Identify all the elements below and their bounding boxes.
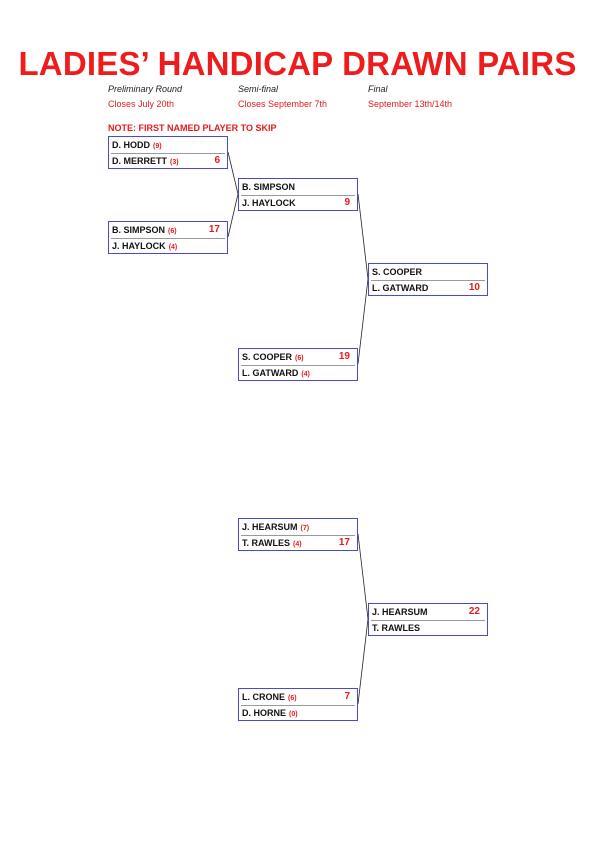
match-box-semi-final-3: J. HEARSUM(7) T. RAWLES(4) 17 bbox=[238, 518, 358, 551]
match-box-semi-final-1: B. SIMPSON J. HAYLOCK 9 bbox=[238, 178, 358, 211]
team-row: J. HEARSUM(7) bbox=[241, 519, 355, 536]
round-date-preliminary: Closes July 20th bbox=[108, 99, 175, 109]
handicap: (6) bbox=[168, 228, 177, 235]
connector-line bbox=[357, 533, 369, 620]
connector-line bbox=[357, 193, 369, 280]
player-name: L. GATWARD bbox=[242, 368, 299, 378]
handicap: (4) bbox=[168, 244, 178, 251]
player-name: S. COOPER bbox=[242, 352, 293, 362]
page-title: LADIES’ HANDICAP DRAWN PAIRS bbox=[18, 45, 577, 82]
round-label-preliminary: Preliminary Round bbox=[108, 84, 183, 94]
match-box-preliminary-1: D. HODD(9) D. MERRETT(3) 6 bbox=[108, 136, 228, 169]
score: 6 bbox=[214, 155, 220, 166]
player-name: J. HEARSUM bbox=[242, 522, 298, 532]
match-box-final-2: J. HEARSUM 22 T. RAWLES bbox=[368, 603, 488, 636]
connector-line bbox=[227, 193, 239, 238]
team-row: J. HAYLOCK(4) bbox=[111, 238, 225, 254]
match-box-semi-final-4: L. CRONE(6) 7 D. HORNE(0) bbox=[238, 688, 358, 721]
player-name: T. RAWLES bbox=[242, 538, 291, 548]
team-row: S. COOPER bbox=[371, 264, 485, 281]
team-row: L. GATWARD 10 bbox=[371, 280, 485, 296]
team-row: S. COOPER(6) 19 bbox=[241, 349, 355, 366]
score: 7 bbox=[344, 691, 350, 702]
handicap: (7) bbox=[300, 525, 310, 532]
player-name: J. HEARSUM bbox=[372, 607, 428, 617]
score: 10 bbox=[468, 282, 480, 293]
player-name: S. COOPER bbox=[372, 267, 423, 277]
match-box-semi-final-2: S. COOPER(6) 19 L. GATWARD(4) bbox=[238, 348, 358, 381]
player-name: J. HAYLOCK bbox=[242, 198, 296, 208]
team-row: L. GATWARD(4) bbox=[241, 365, 355, 381]
round-label-semi-final: Semi-final bbox=[238, 84, 279, 94]
team-row: D. MERRETT(3) 6 bbox=[111, 153, 225, 169]
player-name: T. RAWLES bbox=[372, 623, 421, 633]
team-row: D. HORNE(0) bbox=[241, 705, 355, 721]
handicap: (6) bbox=[295, 355, 304, 362]
handicap: (9) bbox=[153, 143, 162, 150]
score: 17 bbox=[338, 537, 350, 548]
match-box-preliminary-2: B. SIMPSON(6) 17 J. HAYLOCK(4) bbox=[108, 221, 228, 254]
skip-note: NOTE: FIRST NAMED PLAYER TO SKIP bbox=[108, 123, 277, 133]
player-name: L. CRONE bbox=[242, 692, 286, 702]
connector-line bbox=[357, 618, 369, 705]
team-row: D. HODD(9) bbox=[111, 137, 225, 154]
team-row: J. HEARSUM 22 bbox=[371, 604, 485, 621]
handicap: (4) bbox=[301, 371, 310, 378]
player-name: B. SIMPSON bbox=[112, 225, 166, 235]
score: 9 bbox=[344, 197, 350, 208]
player-name: J. HAYLOCK bbox=[112, 241, 166, 251]
match-box-final-1: S. COOPER L. GATWARD 10 bbox=[368, 263, 488, 296]
handicap: (6) bbox=[288, 695, 297, 702]
score: 17 bbox=[208, 224, 220, 235]
player-name: D. HODD bbox=[112, 140, 150, 150]
player-name: D. MERRETT bbox=[112, 156, 167, 166]
connector-line bbox=[227, 151, 239, 195]
score: 22 bbox=[468, 606, 480, 617]
player-name: B. SIMPSON bbox=[242, 182, 296, 192]
round-label-final: Final bbox=[368, 84, 388, 94]
player-name: L. GATWARD bbox=[372, 283, 429, 293]
team-row: J. HAYLOCK 9 bbox=[241, 195, 355, 211]
team-row: T. RAWLES(4) 17 bbox=[241, 535, 355, 551]
team-row: T. RAWLES bbox=[371, 620, 485, 636]
player-name: D. HORNE bbox=[242, 708, 287, 718]
handicap: (4) bbox=[293, 541, 302, 548]
round-date-final: September 13th/14th bbox=[368, 99, 453, 109]
handicap: (3) bbox=[170, 159, 179, 166]
round-date-semi-final: Closes September 7th bbox=[238, 99, 328, 109]
connector-line bbox=[357, 278, 369, 365]
score: 19 bbox=[338, 351, 350, 362]
team-row: L. CRONE(6) 7 bbox=[241, 689, 355, 706]
handicap: (0) bbox=[289, 711, 298, 718]
team-row: B. SIMPSON(6) 17 bbox=[111, 222, 225, 239]
team-row: B. SIMPSON bbox=[241, 179, 355, 196]
